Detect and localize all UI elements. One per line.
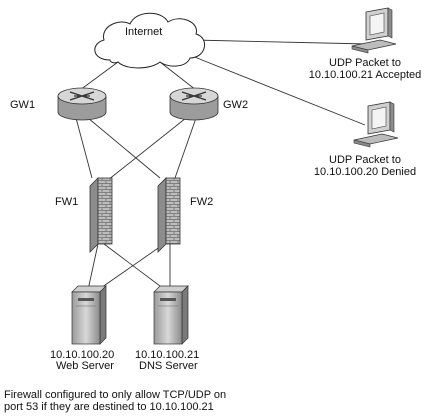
internet-label: Internet: [125, 26, 163, 38]
web-server-ip-label: 10.10.100.20: [50, 349, 115, 361]
fw1-label: FW1: [55, 196, 79, 208]
link-gw2-fw1: [107, 117, 187, 181]
dns-server-ip-label: 10.10.100.21: [135, 349, 200, 361]
link-gw2-fw2: [174, 117, 197, 179]
link-fw2-web: [94, 243, 165, 293]
client-denied-pc-icon: [353, 101, 399, 148]
client-denied-label-line2: 10.10.100.20 Denied: [313, 166, 417, 178]
gw2-router-icon: [169, 87, 219, 121]
link-internet-client-denied: [186, 53, 366, 126]
link-fw1-web: [87, 243, 99, 291]
gw2-label: GW2: [223, 99, 249, 111]
web-server-icon: [71, 285, 107, 345]
fw2-label: FW2: [190, 196, 214, 208]
fw2-firewall-icon: [157, 177, 181, 253]
client-accepted-label-line2: 10.10.100.21 Accepted: [308, 69, 422, 81]
link-internet-gw2: [159, 61, 197, 91]
client-accepted-pc-icon: [351, 7, 397, 54]
internet-cloud-icon: [94, 12, 205, 69]
network-links: [75, 39, 369, 293]
caption-line2: port 53 if they are destined to 10.10.10…: [4, 401, 214, 413]
dns-server-name-label: DNS Server: [139, 360, 198, 372]
link-internet-client-accepted: [192, 39, 369, 45]
web-server-name-label: Web Server: [56, 360, 114, 372]
fw1-firewall-icon: [89, 177, 113, 253]
dns-server-icon: [153, 285, 189, 345]
link-fw1-dns: [103, 243, 169, 293]
link-gw1-fw1: [75, 117, 93, 179]
caption-line1: Firewall configured to only allow TCP/UD…: [4, 389, 227, 401]
client-accepted-label-line1: UDP Packet to: [329, 57, 401, 69]
gw1-label: GW1: [10, 99, 36, 111]
link-internet-gw1: [79, 61, 119, 91]
link-gw1-fw2: [87, 117, 161, 179]
gw1-router-icon: [57, 87, 107, 121]
client-denied-label-line1: UDP Packet to: [329, 154, 401, 166]
